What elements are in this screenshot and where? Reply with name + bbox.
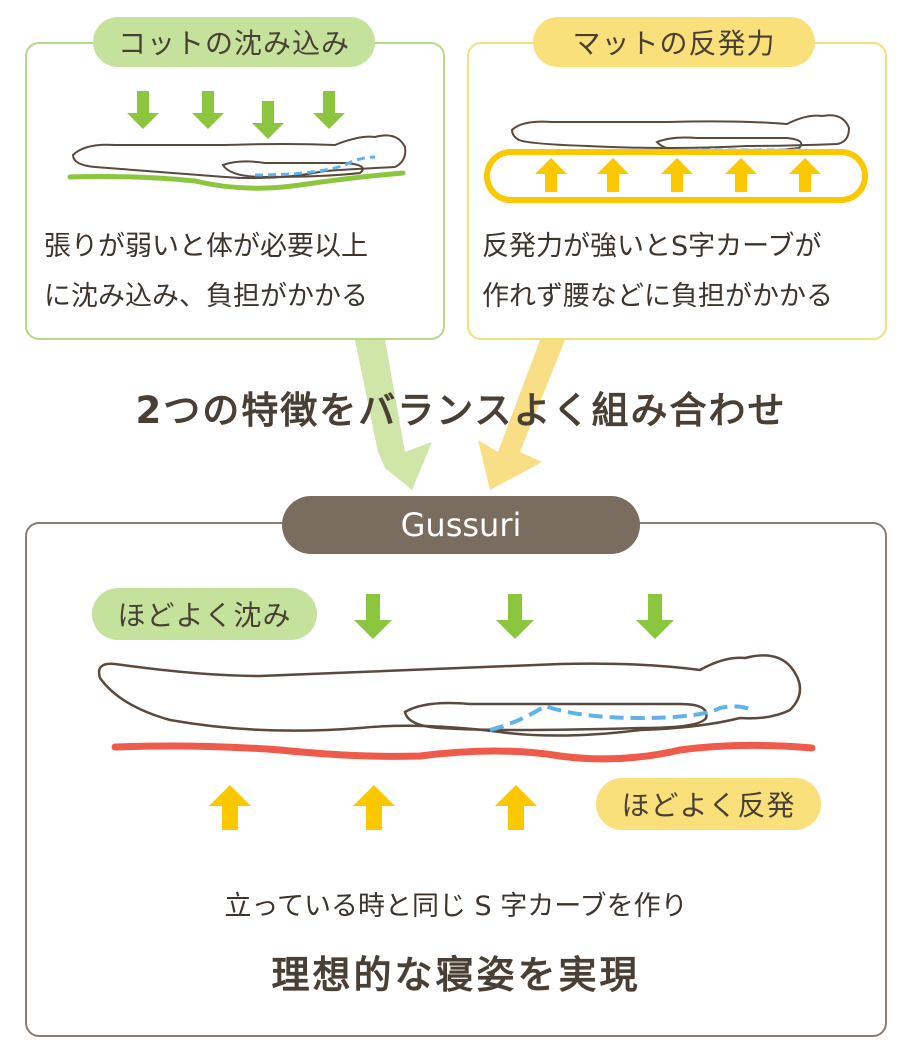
down-arrow-icon — [313, 91, 345, 129]
cot-illustration — [67, 91, 407, 191]
mat-desc-line2: 作れず腰などに負担がかかる — [482, 281, 833, 312]
gussuri-title-pill: Gussuri — [282, 496, 640, 554]
gussuri-illustration — [97, 594, 816, 830]
up-arrow-icon — [535, 158, 567, 192]
cot-spine-line — [254, 155, 376, 177]
sink-label-pill: ほどよく沈み — [92, 588, 317, 640]
gussuri-body-outline — [97, 654, 802, 737]
up-arrow-icon — [789, 158, 821, 192]
down-arrow-icon — [496, 594, 534, 639]
up-arrow-icon — [353, 785, 395, 830]
cot-arm-outline — [221, 160, 364, 179]
gussuri-down-arrows — [354, 594, 674, 639]
down-arrow-icon — [636, 594, 674, 639]
up-arrow-icon — [661, 158, 693, 192]
up-arrow-icon — [597, 158, 629, 192]
gussuri-arm-outline — [403, 701, 708, 732]
down-arrow-icon — [192, 91, 224, 129]
rebound-label-pill: ほどよく反発 — [596, 778, 821, 830]
cot-body-outline — [71, 134, 407, 180]
yellow-converge-arrow — [478, 340, 565, 490]
down-arrows — [127, 91, 345, 139]
gussuri-support-line — [111, 741, 816, 763]
up-arrow-icon — [725, 158, 757, 192]
cot-sag-line — [67, 170, 406, 191]
gussuri-up-arrows — [209, 785, 537, 830]
mat-title-pill: マットの反発力 — [533, 17, 815, 67]
up-arrow-icon — [495, 785, 537, 830]
mat-desc-line1: 反発力が強いとS字カーブが — [482, 231, 822, 262]
gussuri-spine-line — [489, 703, 753, 732]
headline: 2つの特徴をバランスよく組み合わせ — [135, 389, 787, 432]
cot-desc-line1: 張りが弱いと体が必要以上 — [44, 231, 368, 262]
mat-frame — [484, 149, 868, 203]
mat-body-outline — [510, 114, 851, 149]
cot-title-pill: コットの沈み込み — [93, 17, 375, 67]
mat-illustration — [484, 114, 868, 203]
down-arrow-icon — [252, 101, 284, 139]
down-arrow-icon — [354, 594, 392, 639]
gussuri-result: 理想的な寝姿を実現 — [271, 953, 641, 997]
down-arrow-icon — [127, 91, 159, 129]
green-converge-arrow — [355, 340, 432, 490]
gussuri-caption: 立っている時と同じ S 字カーブを作り — [224, 891, 688, 922]
cot-desc-line2: に沈み込み、負担がかかる — [44, 281, 368, 312]
up-arrows — [535, 158, 821, 192]
up-arrow-icon — [209, 785, 251, 830]
